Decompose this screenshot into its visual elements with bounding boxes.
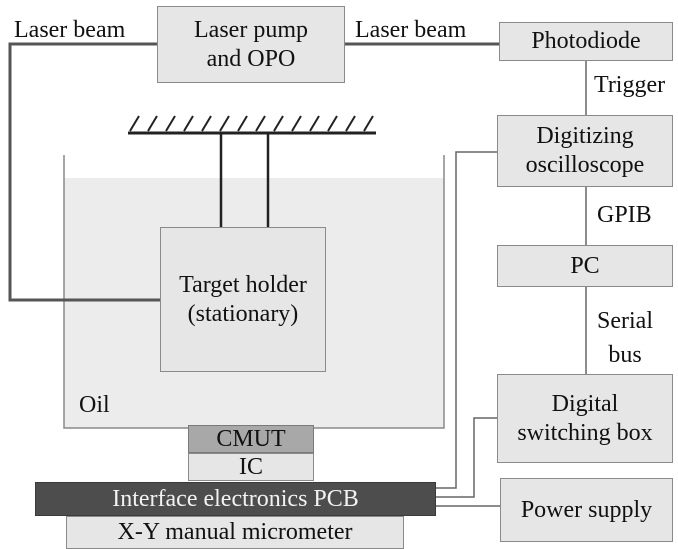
trigger-label: Trigger	[594, 72, 666, 98]
cmut-box: CMUT	[188, 425, 314, 453]
pcb-switchbox-line	[436, 417, 497, 498]
laser-pump-opo-box: Laser pump and OPO	[157, 6, 345, 83]
pcb-oscilloscope-line	[436, 151, 497, 489]
laser-beam-left-label: Laser beam	[14, 17, 126, 43]
mount-hatch	[129, 115, 374, 132]
photodiode-box: Photodiode	[499, 22, 673, 61]
interface-pcb-box: Interface electronics PCB	[35, 482, 436, 516]
laser-beam-right-label: Laser beam	[355, 17, 467, 43]
switching-box: Digital switching box	[497, 374, 673, 463]
gpib-label: GPIB	[597, 202, 652, 228]
oscilloscope-box: Digitizing oscilloscope	[497, 115, 673, 187]
micrometer-box: X-Y manual micrometer	[66, 516, 404, 549]
serial-bus-label: Serial bus	[597, 308, 653, 368]
laser-beam-left-line	[8, 42, 160, 302]
ic-box: IC	[188, 453, 314, 481]
oil-label: Oil	[79, 392, 110, 418]
target-holder-box: Target holder (stationary)	[160, 227, 326, 372]
power-supply-box: Power supply	[500, 478, 673, 542]
pc-box: PC	[497, 245, 673, 287]
